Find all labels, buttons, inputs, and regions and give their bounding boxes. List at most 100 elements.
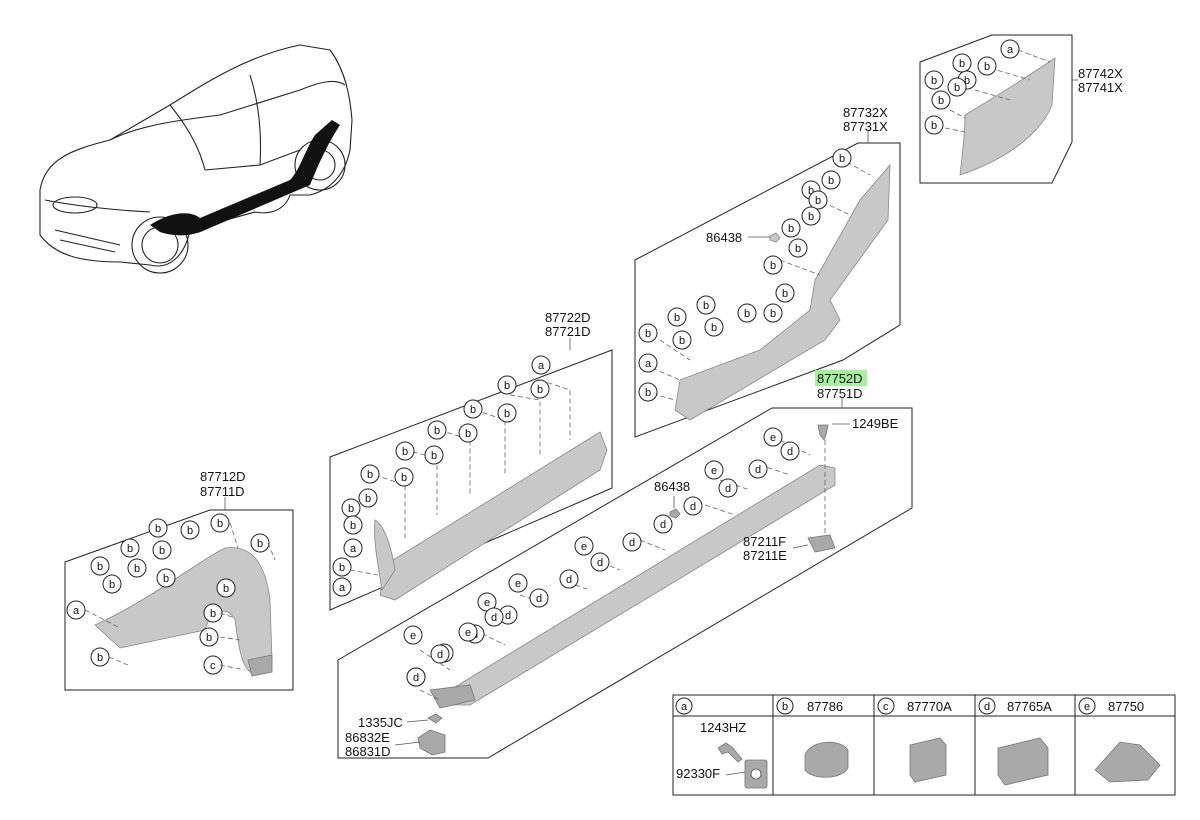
svg-text:b: b [504,380,510,392]
svg-text:b: b [711,322,717,334]
svg-text:b: b [163,573,169,585]
legend-part-87770A: 87770A [907,699,952,714]
svg-text:b: b [127,543,133,555]
callout-bubbles-front-fender: b b b b b b b b b b b a b b b c [66,513,270,675]
svg-text:b: b [350,520,356,532]
svg-text:d: d [787,446,793,458]
part-label-86438-sill: 86438 [654,479,690,494]
car-overview-illustration [39,44,353,274]
legend-key-c: c [877,697,895,715]
svg-text:d: d [629,537,635,549]
svg-text:b: b [815,195,821,207]
clip-87750-icon [1094,741,1161,783]
svg-text:b: b [401,472,407,484]
clip-87770A-icon [909,737,947,783]
svg-text:b: b [210,608,216,620]
part-label-87712D: 87712D [200,469,246,484]
svg-text:d: d [660,519,666,531]
group-side-sill-mid: 87722D 87721D a b b b b b b b b b b b b … [329,310,613,611]
svg-text:b: b [97,561,103,573]
svg-text:d: d [984,701,990,713]
legend-part-87786: 87786 [807,699,843,714]
svg-text:d: d [536,593,542,605]
svg-text:b: b [159,545,165,557]
svg-text:e: e [770,432,776,444]
svg-text:b: b [339,562,345,574]
legend-part-87765A: 87765A [1007,699,1052,714]
svg-text:b: b [97,652,103,664]
svg-text:d: d [755,464,761,476]
svg-text:b: b [434,425,440,437]
svg-text:e: e [581,541,587,553]
svg-text:b: b [770,308,776,320]
svg-text:b: b [959,58,965,70]
part-label-86438-door: 86438 [706,230,742,245]
svg-text:b: b [367,469,373,481]
svg-text:b: b [954,82,960,94]
svg-text:b: b [703,300,709,312]
svg-text:e: e [711,465,717,477]
svg-text:b: b [223,583,229,595]
highlighted-part-number [815,370,867,386]
legend-key-d: d [978,697,996,715]
part-label-87751D: 87751D [817,386,863,401]
svg-text:b: b [109,579,115,591]
svg-text:e: e [465,627,471,639]
svg-text:e: e [515,578,521,590]
part-label-1249BE: 1249BE [852,416,899,431]
part-label-87752D[interactable]: 87752D [817,371,863,386]
part-label-87731X: 87731X [843,119,888,134]
svg-text:b: b [155,523,161,535]
svg-text:b: b [645,328,651,340]
legend-key-e: e [1078,697,1096,715]
svg-text:b: b [938,95,944,107]
svg-text:e: e [484,597,490,609]
svg-text:b: b [470,404,476,416]
callout-bubbles-rear-fender: a b b b b b b b [924,39,1020,135]
legend-key-a: a [675,697,693,715]
part-label-1335JC: 1335JC [358,715,403,730]
svg-text:d: d [597,557,603,569]
svg-text:b: b [770,260,776,272]
svg-text:b: b [365,493,371,505]
svg-text:b: b [465,428,471,440]
svg-text:b: b [984,61,990,73]
part-label-86831D: 86831D [345,744,391,759]
svg-text:b: b [964,75,970,87]
front-fender-part [94,547,273,676]
svg-text:d: d [566,574,572,586]
group-side-sill-long: 87752D 87751D 1249BE 86438 87211F 87211E… [337,370,913,759]
svg-text:d: d [690,501,696,513]
legend-key-b: b [776,697,794,715]
svg-text:b: b [674,312,680,324]
part-label-87732X: 87732X [843,105,888,120]
svg-text:d: d [437,649,443,661]
rear-door-garnish-part [674,163,891,421]
part-label-87711D: 87711D [200,484,245,499]
svg-text:a: a [339,582,346,594]
svg-text:b: b [839,153,845,165]
fastener-legend-table: a b c d e 87786 87770A 87765A 87750 1243… [672,694,1176,796]
svg-text:b: b [828,175,834,187]
svg-text:b: b [782,288,788,300]
svg-text:d: d [505,610,511,622]
part-label-87211F: 87211F [743,534,786,549]
svg-text:b: b [134,563,140,575]
svg-text:a: a [681,701,688,713]
svg-text:b: b [537,384,543,396]
svg-text:c: c [210,660,216,672]
group-rear-door: 87732X 87731X 86438 b b b b b b b b b b … [634,105,901,438]
svg-text:b: b [788,223,794,235]
svg-text:b: b [931,120,937,132]
part-label-87741X: 87741X [1078,80,1123,95]
callout-bubbles-rear-door: b b b b b b b b b b b b b b b b a b [638,148,852,402]
svg-text:b: b [217,518,223,530]
svg-text:b: b [679,335,685,347]
callout-bubbles-side-sill-long: e d e d d d d d e d d e d d e d d e d d … [403,427,800,687]
svg-text:b: b [808,211,814,223]
svg-text:b: b [931,75,937,87]
svg-text:d: d [491,612,497,624]
svg-text:b: b [206,632,212,644]
svg-text:b: b [782,701,788,713]
